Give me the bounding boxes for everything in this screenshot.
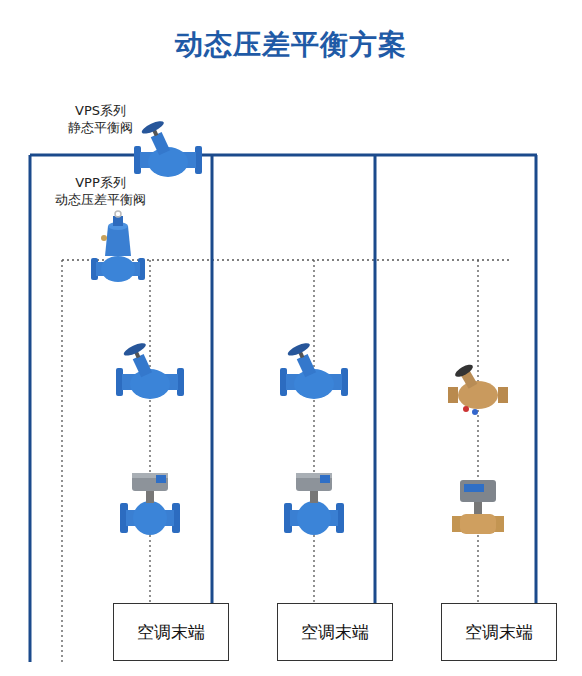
branch-supply bbox=[211, 155, 214, 603]
motorized-valve bbox=[284, 473, 344, 535]
supply-pipes bbox=[30, 155, 537, 662]
branch-supply bbox=[535, 155, 538, 603]
static-balancing-valve bbox=[280, 341, 348, 399]
terminal-label: 空调末端 bbox=[301, 621, 369, 644]
branch-return bbox=[313, 260, 314, 603]
motorized-valve bbox=[120, 473, 180, 535]
title: 动态压差平衡方案 bbox=[175, 26, 407, 64]
static-balancing-valve bbox=[116, 341, 184, 399]
supply-riser bbox=[29, 155, 32, 662]
terminal-label: 空调末端 bbox=[137, 621, 205, 644]
valve-label: VPP系列 动态压差平衡阀 bbox=[55, 174, 146, 208]
supply-header bbox=[30, 154, 537, 157]
return-pipes bbox=[62, 260, 510, 662]
branch-return bbox=[477, 260, 478, 603]
brass-balancing-valve bbox=[448, 362, 508, 415]
brass-motorized-valve bbox=[452, 480, 504, 534]
differential-pressure-valve bbox=[91, 211, 145, 282]
static-balancing-valve bbox=[134, 119, 202, 177]
terminal-label: 空调末端 bbox=[465, 621, 533, 644]
branch-return bbox=[149, 260, 150, 603]
return-riser bbox=[61, 260, 62, 662]
valve-label: VPS系列 静态平衡阀 bbox=[68, 102, 133, 136]
terminal-box: 空调末端 bbox=[441, 603, 557, 661]
terminal-box: 空调末端 bbox=[113, 603, 229, 661]
terminal-box: 空调末端 bbox=[277, 603, 393, 661]
branch-supply bbox=[374, 155, 377, 603]
